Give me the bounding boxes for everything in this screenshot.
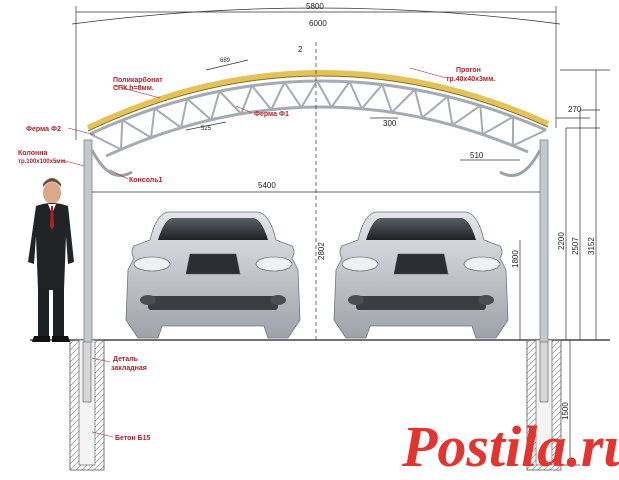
truss-web-member [348, 81, 363, 110]
dimension-lines [71, 6, 610, 466]
dim-overhang: 270 [568, 105, 582, 114]
right-column [539, 139, 549, 343]
dim-height-1800: 1800 [511, 250, 520, 268]
truss-web-member [180, 98, 189, 128]
truss-web-member [120, 120, 124, 150]
label-concrete: Бетон Б15 [115, 435, 151, 442]
dim-console-offset: 510 [470, 151, 484, 160]
person-head [43, 182, 61, 204]
truss-web-member [482, 115, 514, 136]
left-column [83, 139, 93, 343]
label-column-1: Колонна [18, 150, 47, 157]
dim-overall-width: 5800 [306, 2, 324, 11]
label-truss-f2: Ферма Ф2 [26, 126, 61, 133]
dim-column-height: 2802 [317, 242, 326, 260]
truss-web-member [89, 133, 122, 151]
truss-web-member [446, 96, 454, 126]
dim-truss-panel-top: 689 [220, 58, 231, 64]
truss-web-member [154, 107, 182, 129]
label-polycarbonate-2: СПК h=8мм. [113, 85, 154, 92]
truss-web-member [251, 85, 273, 111]
car-left [125, 211, 301, 339]
label-polycarbonate-1: Поликарбонат [113, 76, 163, 84]
dim-truss-depth: 300 [383, 119, 397, 128]
dim-column-span: 5400 [258, 181, 276, 190]
dim-arch-span: 6000 [309, 19, 327, 28]
right-embed-plate [539, 341, 549, 403]
dim-height-3152: 3152 [587, 237, 596, 255]
truss-web-member [360, 83, 383, 110]
truss [86, 70, 550, 158]
truss-bottom-chord [105, 105, 529, 158]
label-embed-2: закладная [111, 365, 147, 372]
dim-height-2200: 2200 [557, 232, 566, 250]
polycarbonate-roof [86, 70, 550, 131]
dim-rise: 2 [298, 45, 303, 54]
dim-height-2507: 2507 [571, 237, 580, 255]
truss-web-member [391, 88, 416, 113]
truss-web-member [330, 81, 351, 108]
columns [83, 139, 549, 343]
person-suit [28, 203, 74, 290]
ground [30, 339, 610, 471]
truss-web-member [121, 119, 152, 139]
truss-web-member [270, 81, 286, 111]
truss-web-member [413, 89, 424, 118]
label-purlin-2: тр.40х40х3мм. [446, 76, 495, 83]
truss-web-member [186, 98, 212, 121]
dim-truss-panel-bottom: 525 [201, 126, 212, 132]
dim-foundation-depth: 1500 [561, 402, 570, 420]
dimension-texts: 5800 6000 2 689 525 300 270 510 5400 280… [201, 2, 596, 420]
truss-web-member [479, 105, 484, 135]
label-truss-f1: Ферма Ф1 [254, 111, 289, 118]
left-console [90, 149, 133, 177]
truss-web-member [283, 81, 303, 108]
truss-web-member [218, 90, 242, 115]
truss-web-member [381, 84, 393, 113]
callouts: Поликарбонат СПК h=8мм. Ферма Ф2 Ферма Ф… [18, 67, 495, 442]
right-console [499, 149, 542, 177]
truss-web-member [421, 95, 449, 119]
watermark: Postila.ru [401, 414, 619, 479]
label-purlin-1: Прогон [456, 67, 481, 74]
left-embed-plate [82, 341, 92, 403]
car-right [333, 211, 509, 339]
person-figure [28, 178, 74, 342]
truss-web-member [210, 90, 221, 121]
truss-web-member [512, 129, 547, 147]
label-console: Консоль1 [129, 177, 163, 184]
truss-webs [89, 80, 547, 151]
label-column-2: тр.100х100х5мм. [18, 159, 67, 165]
truss-web-member [451, 104, 481, 126]
truss-web-member [150, 108, 156, 138]
truss-web-member [240, 85, 253, 115]
label-embed-1: Деталь [113, 356, 139, 363]
truss-web-member [300, 80, 318, 108]
watermark-text: Postila.ru [401, 414, 619, 479]
truss-web-member [316, 80, 333, 108]
